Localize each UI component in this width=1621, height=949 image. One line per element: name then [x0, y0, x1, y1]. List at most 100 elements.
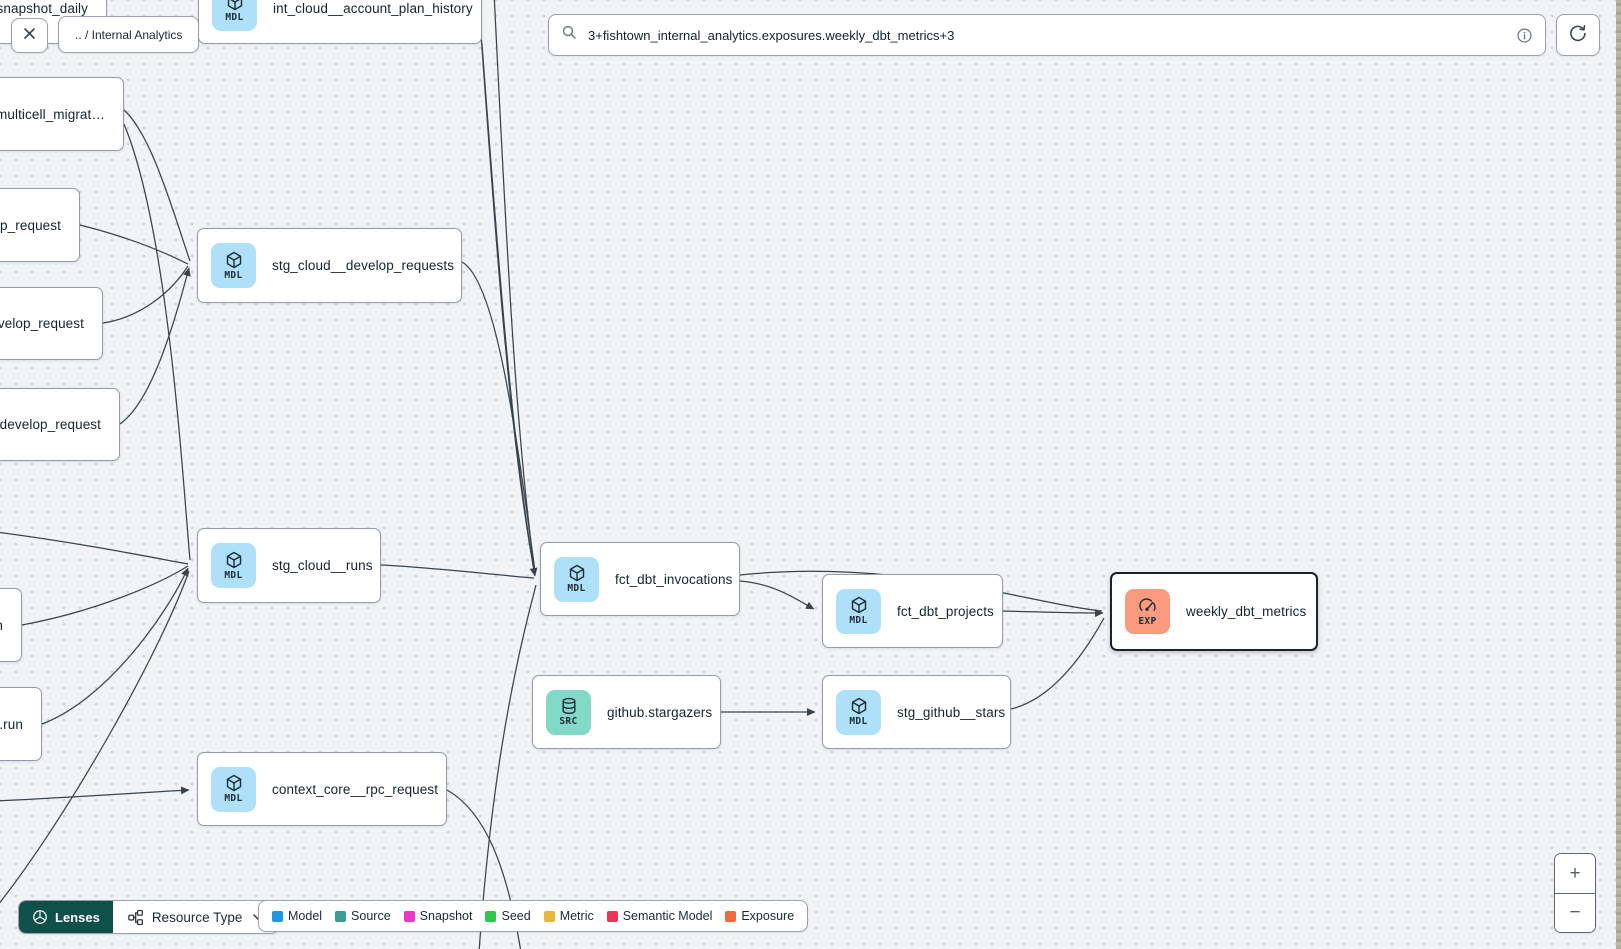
legend-item-metric: Metric — [543, 909, 594, 923]
edge-int_cloud__account_plan_history-to-fct_dbt_invocations — [481, 43, 536, 576]
legend-item-exposure: Exposure — [725, 909, 794, 923]
model-badge: MDL — [554, 556, 599, 602]
breadcrumb[interactable]: .. / Internal Analytics — [58, 16, 200, 53]
badge-label: MDL — [225, 12, 244, 23]
legend-label: Seed — [501, 909, 531, 923]
legend-item-source: Source — [335, 909, 391, 923]
model-badge: MDL — [836, 588, 881, 634]
source-badge: SRC — [546, 689, 591, 735]
resource-type-dropdown[interactable]: Resource Type — [112, 901, 279, 933]
zoom-out-button[interactable]: − — [1555, 893, 1595, 932]
node-label: context_core__rpc_request — [272, 781, 439, 797]
edge-stg_cloud__runs-to-fct_dbt_invocations — [380, 564, 535, 579]
graph-node-velop_request[interactable]: velop_request — [0, 287, 103, 360]
edge-offscreen-left-a-to-stg_cloud__runs — [0, 531, 189, 565]
refresh-button[interactable] — [1556, 14, 1600, 56]
legend-swatch — [725, 910, 737, 922]
database-icon — [560, 697, 578, 715]
legend-label: Model — [288, 909, 323, 923]
model-badge: MDL — [211, 766, 256, 812]
graph-node-stg_cloud__runs[interactable]: MDL stg_cloud__runs — [197, 528, 381, 603]
graph-node-fct_dbt_projects[interactable]: MDL fct_dbt_projects — [822, 574, 1003, 648]
zoom-in-button[interactable]: + — [1555, 854, 1595, 894]
graph-node-multicell_migrat[interactable]: multicell_migrat… — [0, 77, 124, 151]
model-badge: MDL — [212, 0, 257, 31]
edge-offscreen-bottom-left-to-stg_cloud__runs — [0, 570, 190, 904]
edge-run_partial-to-stg_cloud__runs — [41, 567, 189, 725]
resource-type-label: Resource Type — [151, 909, 243, 925]
graph-node-fct_dbt_invocations[interactable]: MDL fct_dbt_invocations — [540, 542, 740, 616]
badge-label: SRC — [559, 716, 578, 727]
close-button[interactable] — [11, 18, 48, 53]
refresh-icon — [1568, 23, 1588, 48]
edge-stg_cloud__develop_requests-to-fct_dbt_invocations — [461, 261, 536, 572]
search-input[interactable] — [586, 26, 1508, 44]
close-icon — [21, 25, 38, 47]
edge-velop_request-to-stg_cloud__develop_requests — [102, 265, 189, 324]
node-label: velop_request — [0, 316, 84, 331]
legend-label: Exposure — [741, 909, 795, 923]
graph-node-develop_request[interactable]: develop_request — [0, 388, 120, 461]
aperture-icon — [32, 909, 48, 925]
legend-item-semantic-model: Semantic Model — [606, 909, 712, 923]
node-label: fct_dbt_invocations — [615, 571, 733, 587]
edge-fct_dbt_projects-to-weekly_dbt_metrics — [1002, 609, 1104, 617]
legend-swatch — [335, 910, 347, 922]
node-label: weekly_dbt_metrics — [1186, 604, 1307, 619]
model-badge: MDL — [211, 243, 256, 288]
legend-swatch — [543, 910, 555, 922]
edge-fct_dbt_invocations-to-offscreen-bottom-a — [478, 584, 537, 949]
gauge-icon — [1138, 597, 1157, 615]
cube-icon — [850, 596, 868, 614]
edge-stg_github__stars-to-weekly_dbt_metrics — [1010, 617, 1105, 710]
sitemap-icon — [127, 909, 144, 926]
graph-node-run_partial[interactable]: .run — [0, 687, 42, 761]
desktop-edge-strip — [1616, 0, 1621, 949]
search-bar[interactable] — [548, 14, 1546, 56]
node-label: op_request — [0, 217, 61, 233]
breadcrumb-label: .. / Internal Analytics — [75, 27, 183, 42]
badge-label: MDL — [224, 569, 243, 581]
cube-icon — [226, 0, 244, 11]
cube-icon — [225, 251, 243, 269]
edge-multicell_migrat-to-stg_cloud__develop_requests — [123, 109, 191, 262]
exposure-badge: EXP — [1125, 589, 1170, 634]
edge-multicell_migrat-to-stg_cloud__runs — [123, 123, 191, 561]
node-label: github.stargazers — [607, 704, 713, 720]
legend-swatch — [485, 910, 497, 922]
edge-fct_dbt_invocations-to-fct_dbt_projects — [739, 580, 815, 610]
graph-node-context_core__rpc_request[interactable]: MDL context_core__rpc_request — [197, 752, 447, 826]
lenses-label: Lenses — [55, 909, 100, 925]
cube-icon — [568, 564, 586, 582]
legend-item-model: Model — [272, 909, 322, 923]
bottom-toolbar: Lenses Resource Type — [18, 900, 280, 934]
node-label: fct_dbt_projects — [897, 603, 994, 619]
model-badge: MDL — [836, 689, 881, 735]
badge-label: EXP — [1138, 615, 1157, 627]
graph-node-weekly_dbt_metrics[interactable]: EXP weekly_dbt_metrics — [1110, 572, 1318, 651]
graph-node-op_request[interactable]: op_request — [0, 188, 80, 262]
badge-label: MDL — [849, 615, 868, 626]
badge-label: MDL — [224, 269, 243, 281]
node-label: n — [0, 618, 3, 633]
legend-label: Source — [351, 909, 391, 923]
edge-n_partial-to-stg_cloud__runs — [21, 565, 189, 626]
graph-node-n_partial[interactable]: n — [0, 588, 22, 662]
legend-swatch — [606, 910, 618, 922]
node-label: develop_request — [0, 417, 101, 432]
badge-label: MDL — [567, 583, 586, 594]
node-label: multicell_migrat… — [0, 106, 105, 122]
graph-node-github.stargazers[interactable]: SRC github.stargazers — [532, 675, 721, 749]
info-icon[interactable] — [1516, 27, 1533, 44]
badge-label: MDL — [849, 716, 868, 727]
edge-op_request-to-stg_cloud__develop_requests — [79, 224, 189, 265]
node-label: stg_cloud__runs — [272, 558, 373, 573]
edge-offscreen-top-b-to-fct_dbt_invocations — [493, 0, 536, 574]
lenses-button[interactable]: Lenses — [19, 901, 113, 933]
model-badge: MDL — [211, 543, 256, 588]
